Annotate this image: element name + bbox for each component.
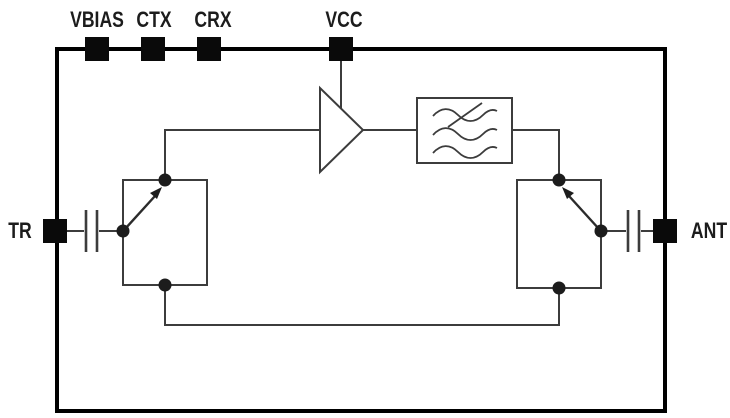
- pin-label-ctx: CTX: [136, 7, 172, 32]
- switch-right-arm: [568, 195, 600, 230]
- filter-wave-bottom: [432, 145, 498, 159]
- switch-left-throw-top-dot: [158, 173, 172, 187]
- pin-label-vbias: VBIAS: [70, 7, 124, 32]
- pads: [43, 37, 677, 243]
- amplifier-icon: [319, 85, 365, 175]
- switch-right-box: [516, 179, 602, 289]
- pad-ant: [653, 219, 677, 243]
- chip-outline: [55, 47, 667, 413]
- wires: [67, 61, 653, 326]
- switch-right-throw-top-dot: [552, 173, 566, 187]
- filter-wave-top: [432, 108, 498, 122]
- switch-left-throw-bottom-dot: [158, 278, 172, 292]
- pad-tr: [43, 219, 67, 243]
- switch-left-arm: [124, 195, 156, 230]
- switch-right-arrowhead: [562, 187, 574, 199]
- switch-left-arrowhead: [150, 187, 162, 199]
- pad-crx: [197, 37, 221, 61]
- pin-label-tr: TR: [8, 218, 32, 243]
- switch-right-pole-dot: [594, 224, 608, 238]
- spdt-switch-left: [116, 173, 208, 292]
- filter-wave-middle: [432, 127, 498, 141]
- switch-left-box: [122, 179, 208, 286]
- pad-vcc: [329, 37, 353, 61]
- pad-ctx: [141, 37, 165, 61]
- filter-icon: [416, 97, 513, 164]
- switch-left-pole-dot: [116, 224, 130, 238]
- switch-to-amp-wire: [164, 129, 320, 180]
- capacitors: [84, 210, 641, 252]
- filter-slash: [447, 102, 483, 128]
- pin-label-vcc: VCC: [325, 7, 363, 32]
- bottom-bypass-wire: [164, 285, 560, 326]
- filter-to-switch-wire: [512, 129, 560, 180]
- pad-vbias: [85, 37, 109, 61]
- spdt-switch-right: [516, 173, 608, 295]
- pin-label-crx: CRX: [194, 7, 232, 32]
- filter-box: [416, 97, 513, 164]
- pin-label-ant: ANT: [690, 218, 728, 243]
- switch-right-throw-bottom-dot: [552, 281, 566, 295]
